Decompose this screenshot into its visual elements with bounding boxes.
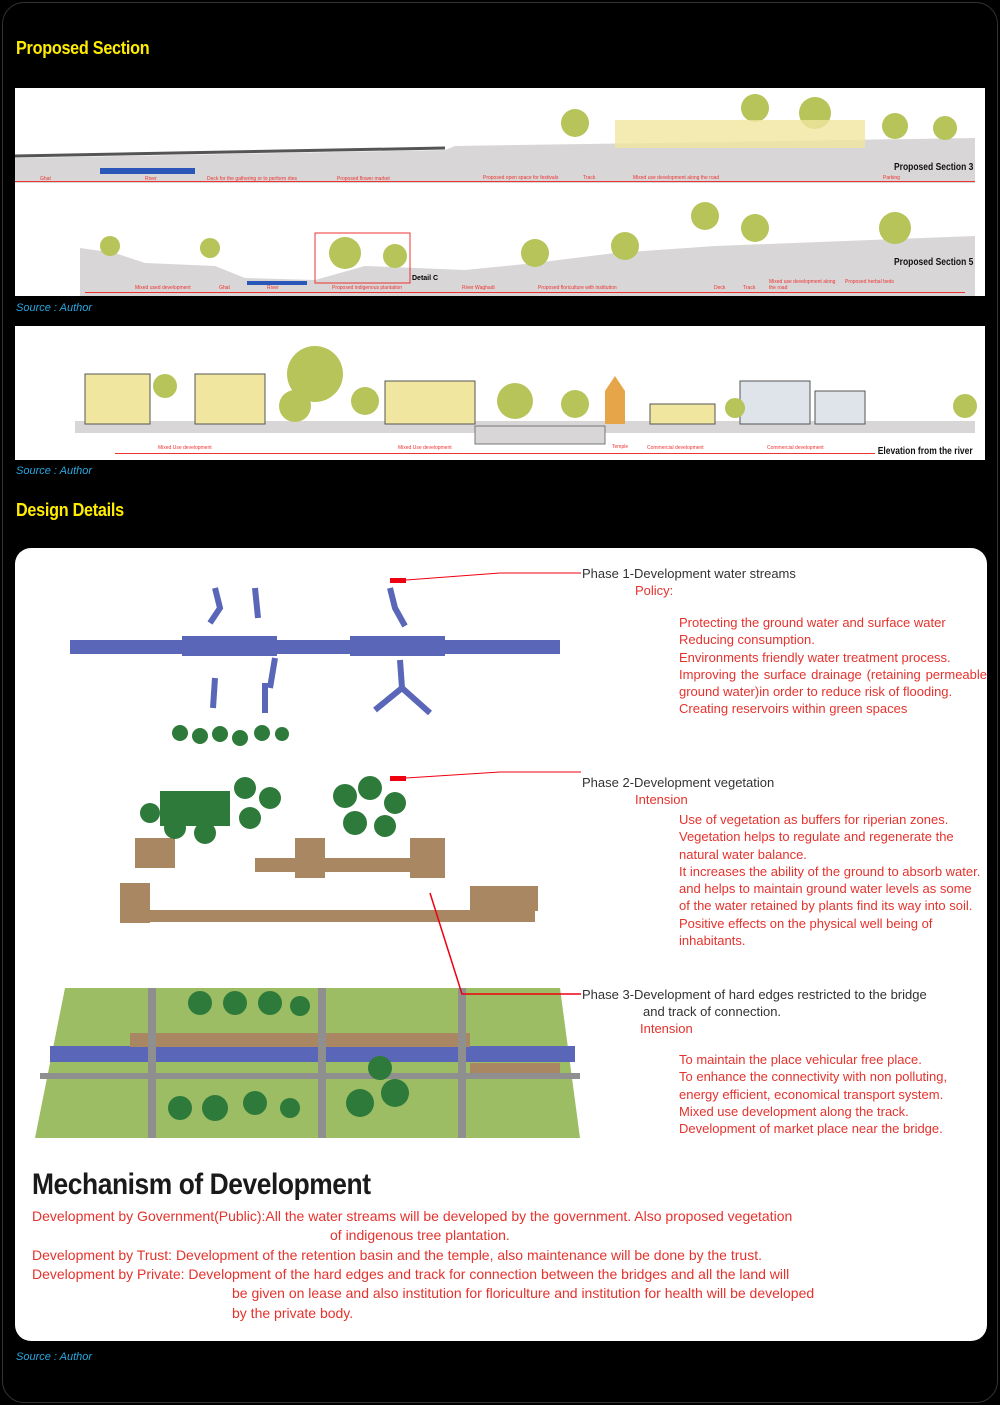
mechanism-line: Development by Private: Development of t… xyxy=(32,1266,790,1282)
section5-label: Proposed floriculture with institution xyxy=(538,285,617,291)
elevation-label: Mixed Use development xyxy=(398,445,452,451)
phase3-title-line2: and track of connection. xyxy=(643,1004,782,1019)
mechanism-line: Development by Trust: Development of the… xyxy=(32,1247,762,1263)
phase3-items: To maintain the place vehicular free pla… xyxy=(679,1051,979,1137)
phase3-subtitle: Intension xyxy=(640,1021,693,1036)
mechanism-line: by the private body. xyxy=(232,1305,354,1321)
phase2-item: Positive effects on the physical well be… xyxy=(679,915,933,949)
elevation-label: Commercial development xyxy=(767,445,824,451)
section5-label: Mixed use development along the road xyxy=(769,279,836,291)
phase1-items: Protecting the ground water and surface … xyxy=(679,614,987,718)
source-caption: Source : Author xyxy=(16,1351,93,1363)
section5-label: Proposed herbal beds xyxy=(845,279,894,285)
section3-label: River xyxy=(145,176,157,182)
section5-label: River xyxy=(267,285,279,291)
section3-name: Proposed Section 3 xyxy=(893,162,973,173)
section3-label: Ghat xyxy=(40,176,51,182)
phase2-title: Phase 2-Development vegetation xyxy=(582,775,775,790)
section5-name: Proposed Section 5 xyxy=(893,257,973,268)
phase1-title: Phase 1-Development water streams xyxy=(582,566,796,581)
mechanism-title: Mechanism of Development xyxy=(32,1168,371,1201)
section5-label: Mixed used development xyxy=(135,285,191,291)
phase1-item: Improving the surface drainage (retainin… xyxy=(679,666,987,700)
phase3-item: To enhance the connectivity with non pol… xyxy=(679,1069,948,1102)
phase1-item: Creating reservoirs within green spaces xyxy=(679,701,908,717)
phase1-item: Environments friendly water treatment pr… xyxy=(679,649,951,665)
section3-label: Parking xyxy=(883,175,900,181)
section3-label: Deck for the gathering or to perform rit… xyxy=(207,176,298,182)
section3-label: Track xyxy=(583,175,596,181)
section3-label: Mixed use development along the road xyxy=(633,175,720,181)
sections-panel: Proposed Section 3 Ghat River Deck for t… xyxy=(15,88,985,296)
elevation-dimension-line xyxy=(115,453,875,454)
section-drawings xyxy=(15,94,975,296)
phase3-title: Phase 3-Development of hard edges restri… xyxy=(582,987,927,1002)
phase2-item: Use of vegetation as buffers for riperia… xyxy=(679,812,949,827)
phase1-item: Reducing consumption. xyxy=(679,632,815,648)
section5-label: Deck xyxy=(714,285,726,291)
source-caption: Source : Author xyxy=(16,465,93,477)
elevation-label: Mixed Use development xyxy=(158,445,212,451)
section5-dimension-line xyxy=(85,292,965,293)
phase3-item: Mixed use development along the track. xyxy=(679,1103,909,1119)
phase2-items: Use of vegetation as buffers for riperia… xyxy=(679,811,985,949)
section3-dimension-line xyxy=(15,181,975,182)
elevation-label: Commercial development xyxy=(647,445,704,451)
phase1-subtitle: Policy: xyxy=(635,583,674,598)
section3-label: Proposed open space for festivals xyxy=(483,175,559,181)
elevation-panel: Elevation from the river Mixed Use devel… xyxy=(15,326,985,460)
section5-label: Proposed indigenous plantation xyxy=(332,285,403,291)
elevation-name: Elevation from the river xyxy=(878,446,973,457)
phase3-item: To maintain the place vehicular free pla… xyxy=(679,1052,922,1067)
detail-c-label: Detail C xyxy=(412,275,439,282)
elevation-drawing xyxy=(75,346,977,445)
phase1-item: Protecting the ground water and surface … xyxy=(679,615,946,630)
design-details-panel xyxy=(15,548,987,1341)
mechanism-line: Development by Government(Public):All th… xyxy=(32,1208,793,1224)
phase-diagrams xyxy=(35,572,581,1138)
elevation-label: Temple xyxy=(612,444,629,450)
phase3-item: Development of market place near the bri… xyxy=(679,1121,943,1137)
design-details-title: Design Details xyxy=(16,500,124,520)
phase2-subtitle: Intension xyxy=(635,792,688,807)
section3-label: Proposed flower market xyxy=(337,176,390,182)
mechanism-line: be given on lease and also institution f… xyxy=(232,1285,815,1301)
section5-label: Track xyxy=(743,285,756,291)
section5-label: Ghat xyxy=(219,285,230,291)
phase2-item: Vegetation helps to regulate and regener… xyxy=(679,829,954,862)
phase2-item: It increases the ability of the ground t… xyxy=(679,863,981,914)
proposed-section-title: Proposed Section xyxy=(16,38,150,58)
source-caption: Source : Author xyxy=(16,302,93,314)
section5-label: River Waghadi xyxy=(462,285,495,291)
mechanism-line: of indigenous tree plantation. xyxy=(330,1227,510,1243)
